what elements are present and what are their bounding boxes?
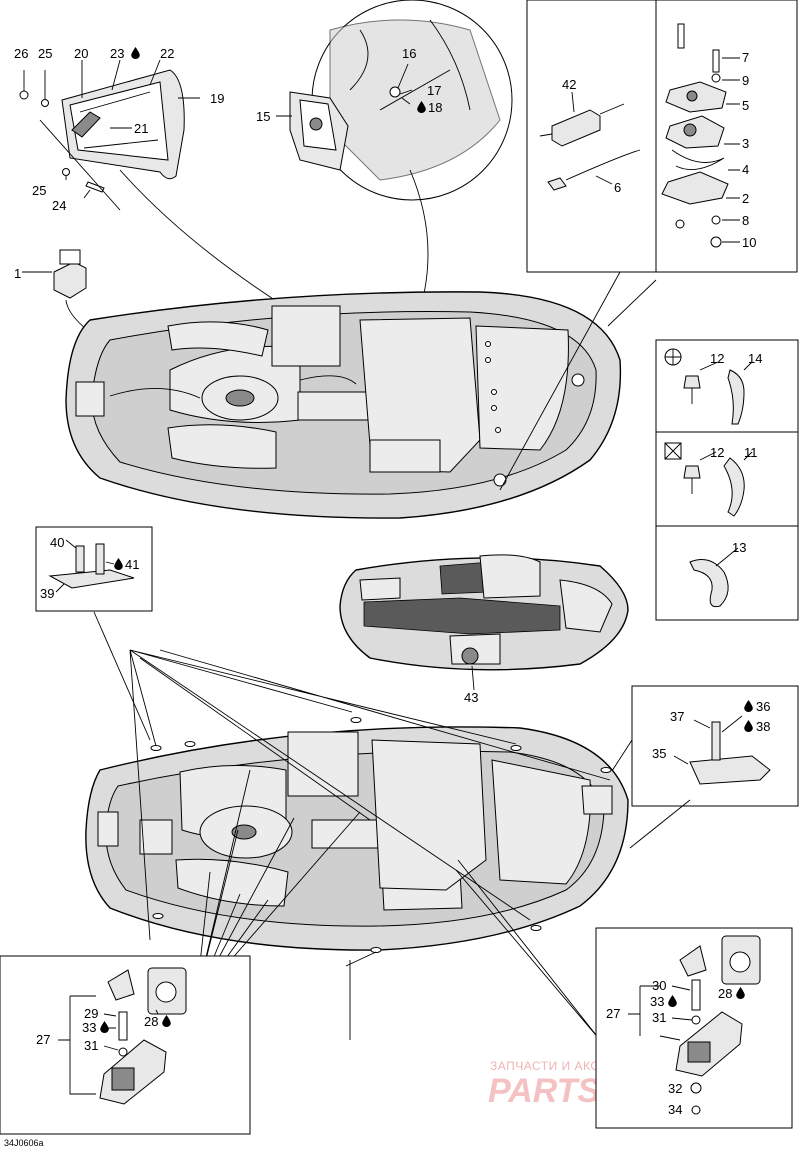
callout-38: 38 (756, 719, 770, 734)
callout-40: 40 (50, 535, 64, 550)
callout-22: 22 (160, 46, 174, 61)
callout-labels: 1 2 3 4 5 6 7 8 9 10 11 12 12 13 14 15 1… (4, 46, 770, 1148)
callout-27a: 27 (36, 1032, 50, 1047)
callout-21: 21 (134, 121, 148, 136)
callout-37: 37 (670, 709, 684, 724)
callout-30: 30 (652, 978, 666, 993)
washer-25b-icon (62, 168, 70, 176)
callout-5: 5 (742, 98, 749, 113)
pad-box-35 (609, 685, 799, 849)
washer-25-icon (41, 99, 49, 107)
lower-hull-markers (150, 717, 612, 953)
callout-35: 35 (652, 746, 666, 761)
leader-lines (129, 649, 611, 1041)
lower-hull (85, 717, 629, 953)
callout-25a: 25 (38, 46, 52, 61)
callout-31a: 31 (84, 1038, 98, 1053)
callout-11: 11 (744, 445, 758, 460)
latch-box-right (595, 927, 793, 1129)
callout-17: 17 (427, 83, 441, 98)
callout-34: 34 (668, 1102, 682, 1117)
callout-28b: 28 (718, 986, 732, 1001)
latch-box-left (0, 955, 251, 1135)
callout-12b: 12 (710, 445, 724, 460)
figure-code: 34J0606a (4, 1138, 44, 1148)
callout-26: 26 (14, 46, 28, 61)
callout-42: 42 (562, 77, 576, 92)
callout-13: 13 (732, 540, 746, 555)
callout-1: 1 (14, 266, 21, 281)
callout-33a: 33 (82, 1020, 96, 1035)
callout-15: 15 (256, 109, 270, 124)
callout-28a: 28 (144, 1014, 158, 1029)
callout-7: 7 (742, 50, 749, 65)
callout-18: 18 (428, 100, 442, 115)
callout-3: 3 (742, 136, 749, 151)
callout-41: 41 (125, 557, 139, 572)
callout-25b: 25 (32, 183, 46, 198)
legend-boxes (655, 339, 799, 621)
deck-mat-hull-43 (339, 554, 629, 691)
callout-16: 16 (402, 46, 416, 61)
callout-32: 32 (668, 1081, 682, 1096)
callout-29: 29 (84, 1006, 98, 1021)
callout-33b: 33 (650, 994, 664, 1009)
callout-43: 43 (464, 690, 478, 705)
hull-markers (485, 341, 585, 487)
callout-20: 20 (74, 46, 88, 61)
callout-4: 4 (742, 162, 749, 177)
screw-24-icon (85, 181, 105, 193)
drop-icon (131, 47, 140, 59)
callout-6: 6 (614, 180, 621, 195)
callout-9: 9 (742, 73, 749, 88)
callout-19: 19 (210, 91, 224, 106)
callout-31b: 31 (652, 1010, 666, 1025)
callout-39: 39 (40, 586, 54, 601)
hardware-box (526, 0, 798, 273)
storage-cover-assembly (19, 59, 341, 341)
callout-23: 23 (110, 46, 124, 61)
nut-26-icon (19, 90, 29, 100)
square-x-icon (664, 442, 682, 460)
callout-10: 10 (742, 235, 756, 250)
detail-circle-15-18 (276, 0, 513, 311)
upper-hull (65, 271, 657, 519)
callout-27b: 27 (606, 1006, 620, 1021)
callout-12a: 12 (710, 351, 724, 366)
callout-2: 2 (742, 191, 749, 206)
cleat-box-39 (35, 526, 153, 741)
callout-24: 24 (52, 198, 66, 213)
circle-crosshair-icon (664, 348, 682, 366)
callout-14: 14 (748, 351, 762, 366)
callout-8: 8 (742, 213, 749, 228)
callout-36: 36 (756, 699, 770, 714)
